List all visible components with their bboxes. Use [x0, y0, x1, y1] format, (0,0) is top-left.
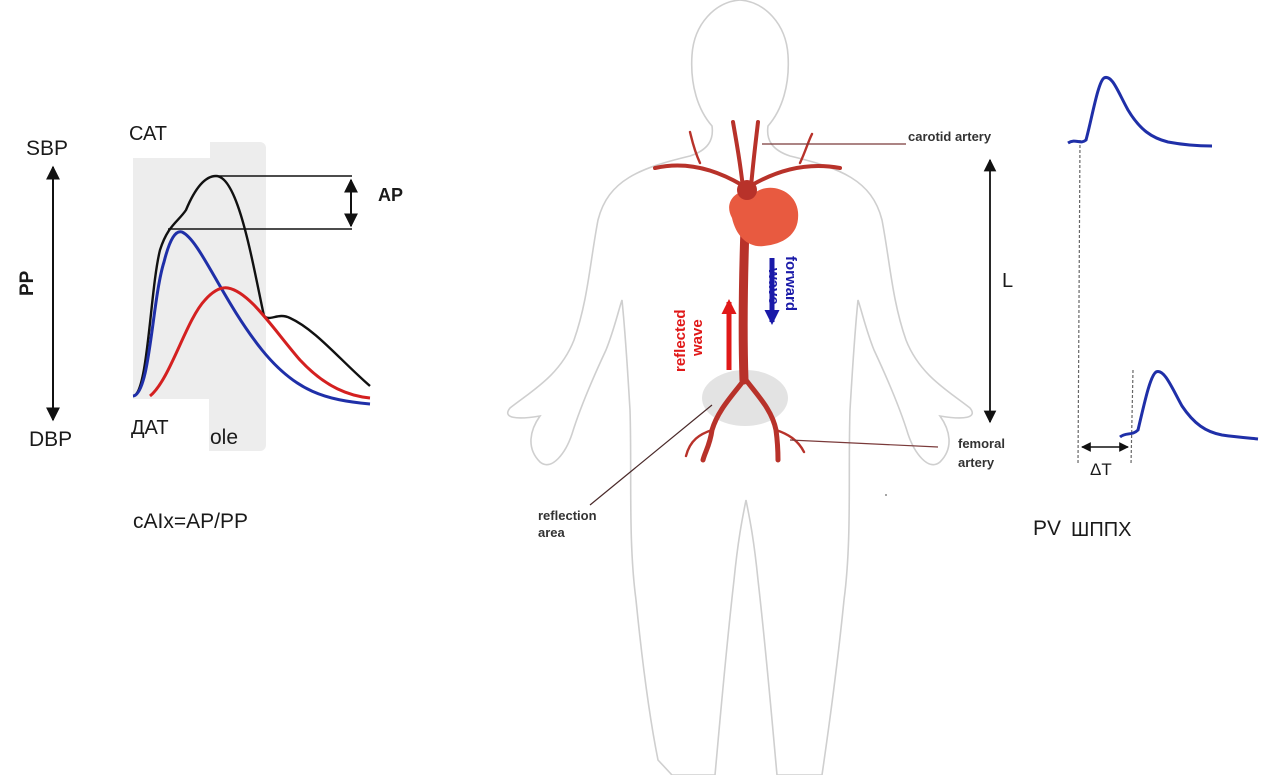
reflection-line1: reflection [538, 508, 597, 523]
dat-label: ДАТ [131, 417, 169, 439]
speck [885, 494, 887, 496]
femoral-leader [790, 440, 938, 447]
reflection-label: reflection area [538, 508, 600, 540]
time-ref-line-carotid [1078, 140, 1080, 465]
carotid-waveform [1068, 77, 1212, 146]
left-panel: SBP DBP PP AP САТ ДАТ ole cAIx=AP/PP [17, 112, 403, 533]
reflected-line1: reflected [672, 309, 689, 372]
length-label: L [1002, 270, 1013, 292]
femoral-label: femoral artery [958, 436, 1009, 470]
reflected-line2: wave [689, 319, 706, 357]
left-branch [690, 132, 700, 163]
center-panel: forward wave reflected wave carotid arte… [508, 0, 1009, 775]
sbp-label: SBP [26, 137, 68, 160]
forward-line2: wave [765, 267, 782, 305]
carotid-label: carotid artery [908, 129, 992, 144]
aix-formula: cAIx=AP/PP [133, 510, 248, 533]
pwv-partial-label: PV [1033, 517, 1061, 540]
pp-label: PP [17, 270, 38, 296]
reflection-leader [590, 405, 712, 505]
femoral-line1: femoral [958, 436, 1005, 451]
dbp-label: DBP [29, 428, 72, 451]
delta-t-label: ΔT [1090, 460, 1112, 479]
subclavian-right [752, 166, 840, 185]
right-branch [800, 134, 812, 163]
femoral-line2: artery [958, 455, 995, 470]
right-panel: L ΔT PV ШППХ [885, 77, 1258, 544]
forward-line1: forward [782, 256, 799, 311]
cat-label: САТ [129, 123, 167, 145]
reflected-wave-label: reflected wave [672, 305, 706, 372]
ap-label: AP [378, 185, 403, 205]
femoral-waveform [1120, 371, 1258, 439]
pwv-cyr-label: ШППХ [1071, 519, 1131, 541]
aortic-arch [737, 180, 757, 200]
reflection-line2: area [538, 525, 566, 540]
subclavian-left [655, 165, 742, 185]
time-ref-line-femoral [1131, 370, 1133, 465]
diastole-partial-label: ole [210, 426, 238, 449]
